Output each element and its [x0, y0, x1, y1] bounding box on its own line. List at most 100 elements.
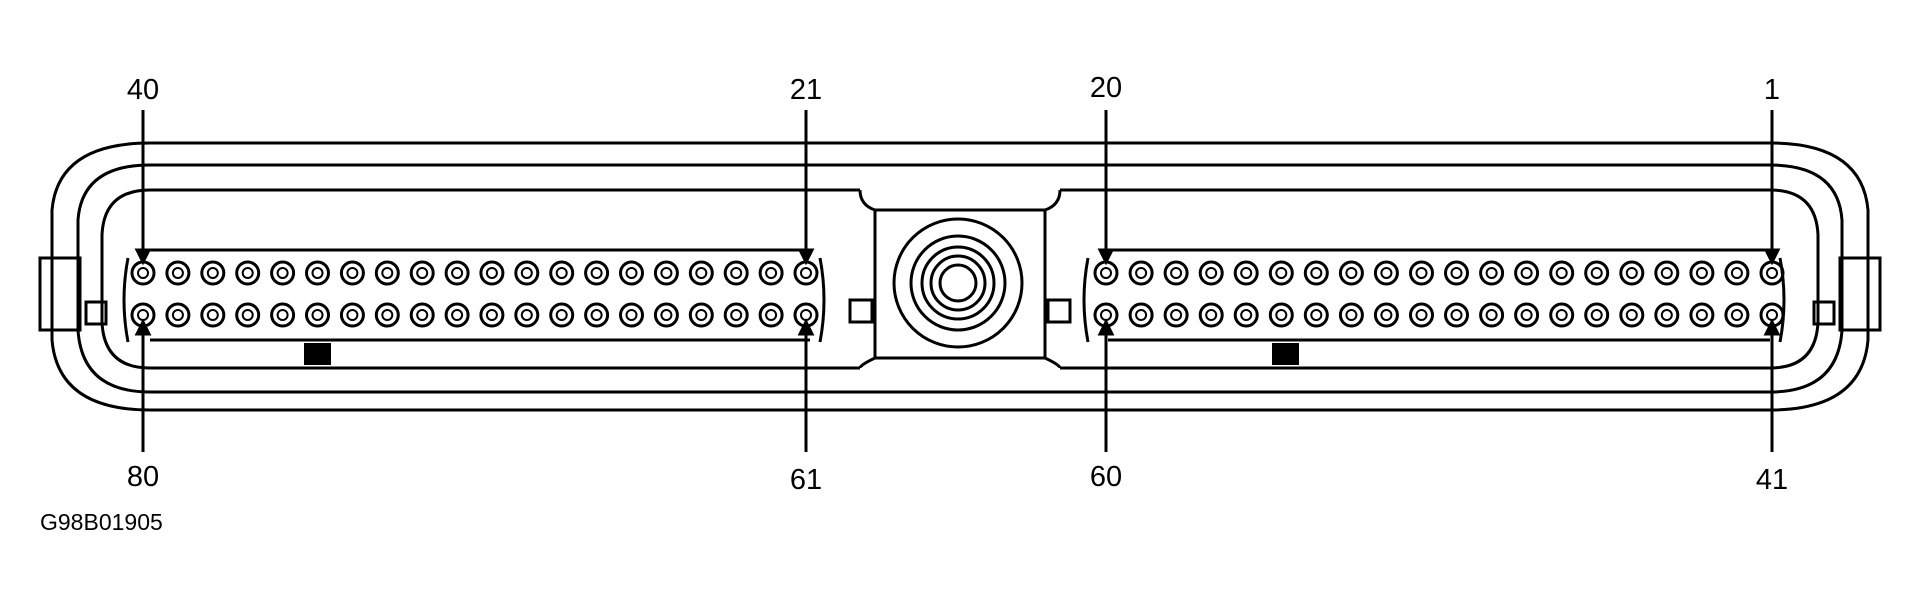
pin-socket: [305, 260, 330, 286]
pin-socket: [1654, 302, 1680, 328]
pin-contact: [730, 267, 743, 279]
pin-contact: [800, 267, 812, 279]
pin-socket: [479, 260, 505, 286]
arrow-pin-80: [134, 318, 152, 452]
pin-socket: [688, 260, 714, 286]
pin-socket: [1549, 260, 1575, 286]
pin-contact: [1205, 309, 1218, 321]
pin-contact: [625, 267, 638, 279]
pin-contact: [555, 267, 568, 279]
pin-contact: [311, 309, 324, 321]
pin-socket: [270, 260, 296, 286]
pin-socket: [1724, 260, 1750, 286]
pin-contact: [1275, 267, 1288, 279]
arrow-pin-1: [1763, 110, 1781, 266]
pin-socket: [1233, 260, 1259, 286]
pin-contact: [695, 309, 708, 321]
pin-contact: [311, 267, 324, 279]
pin-contact: [695, 267, 708, 279]
pin-contact: [171, 267, 184, 279]
pin-contact: [1695, 309, 1708, 321]
pin-socket: [584, 302, 610, 328]
pin-contact: [765, 267, 778, 279]
pin-contact: [1450, 267, 1463, 279]
connector-housing: [38, 141, 1882, 412]
pin-socket: [1303, 260, 1329, 286]
pin-contact: [346, 309, 359, 321]
pin-contact: [416, 267, 429, 279]
pin-socket: [549, 260, 575, 286]
pin-contact: [1695, 267, 1708, 279]
pin-socket: [374, 302, 400, 328]
pin-contact: [137, 267, 149, 279]
arrow-pin-61: [797, 318, 815, 452]
keying-mark-left: [304, 343, 331, 365]
pin-socket: [1584, 260, 1610, 286]
pin-socket: [1479, 260, 1505, 286]
pin-socket: [1514, 302, 1540, 328]
pin-contact: [660, 267, 673, 279]
pin-label-61: 61: [789, 464, 823, 496]
pin-contact: [1415, 267, 1428, 279]
pin-contact: [485, 267, 498, 279]
pin-contact: [1555, 267, 1568, 279]
pin-socket: [1373, 260, 1399, 286]
pin-socket: [1689, 302, 1715, 328]
pin-socket: [653, 302, 679, 328]
pin-contact: [1485, 267, 1498, 279]
pin-label-41: 41: [1755, 464, 1789, 496]
pin-socket: [1233, 302, 1259, 328]
pin-socket: [1338, 302, 1364, 328]
pin-socket: [1373, 302, 1399, 328]
pin-contact: [381, 309, 394, 321]
pin-contact: [346, 267, 359, 279]
pin-contact: [1625, 309, 1638, 321]
pin-contact: [1485, 309, 1498, 321]
pin-socket: [479, 302, 505, 328]
pin-contact: [276, 267, 289, 279]
pin-socket: [339, 260, 365, 286]
pin-contact: [1170, 267, 1183, 279]
pin-socket: [235, 302, 261, 328]
pin-label-60: 60: [1089, 461, 1123, 493]
pin-socket: [1444, 260, 1469, 286]
pin-contact: [451, 309, 464, 321]
pin-socket: [1724, 302, 1750, 328]
pin-contact: [1170, 309, 1183, 321]
pin-socket: [1303, 302, 1329, 328]
arrow-pin-60: [1097, 318, 1115, 452]
pin-socket: [514, 302, 540, 328]
pin-socket: [1198, 302, 1224, 328]
pin-label-1: 1: [1763, 74, 1781, 106]
pin-contact: [1310, 309, 1323, 321]
pin-socket: [1619, 260, 1645, 286]
pin-contact: [520, 267, 533, 279]
pin-contact: [1450, 309, 1463, 321]
pin-socket: [200, 302, 226, 328]
pin-socket: [1689, 260, 1715, 286]
pin-contact: [1590, 309, 1603, 321]
center-jack: [892, 217, 1024, 349]
pin-arrows: [134, 110, 1781, 452]
pin-socket: [409, 260, 435, 286]
pin-socket: [584, 260, 610, 286]
pin-contact: [1590, 267, 1603, 279]
pin-contact: [1345, 309, 1358, 321]
arrow-pin-20: [1097, 110, 1115, 266]
pin-socket: [549, 302, 575, 328]
pin-contact: [1240, 309, 1253, 321]
pin-contact: [416, 309, 429, 321]
pin-contact: [1275, 309, 1288, 321]
pin-contact: [276, 309, 289, 321]
pin-socket: [1128, 260, 1154, 286]
pin-socket: [1549, 302, 1575, 328]
pin-contact: [1660, 267, 1673, 279]
pin-socket: [1163, 260, 1189, 286]
pin-contact: [1135, 267, 1148, 279]
pin-contact: [765, 309, 778, 321]
pin-socket: [339, 302, 365, 328]
pin-contact: [1415, 309, 1428, 321]
arrow-pin-41: [1763, 318, 1781, 452]
pin-contact: [1555, 309, 1568, 321]
pin-contact: [206, 267, 219, 279]
